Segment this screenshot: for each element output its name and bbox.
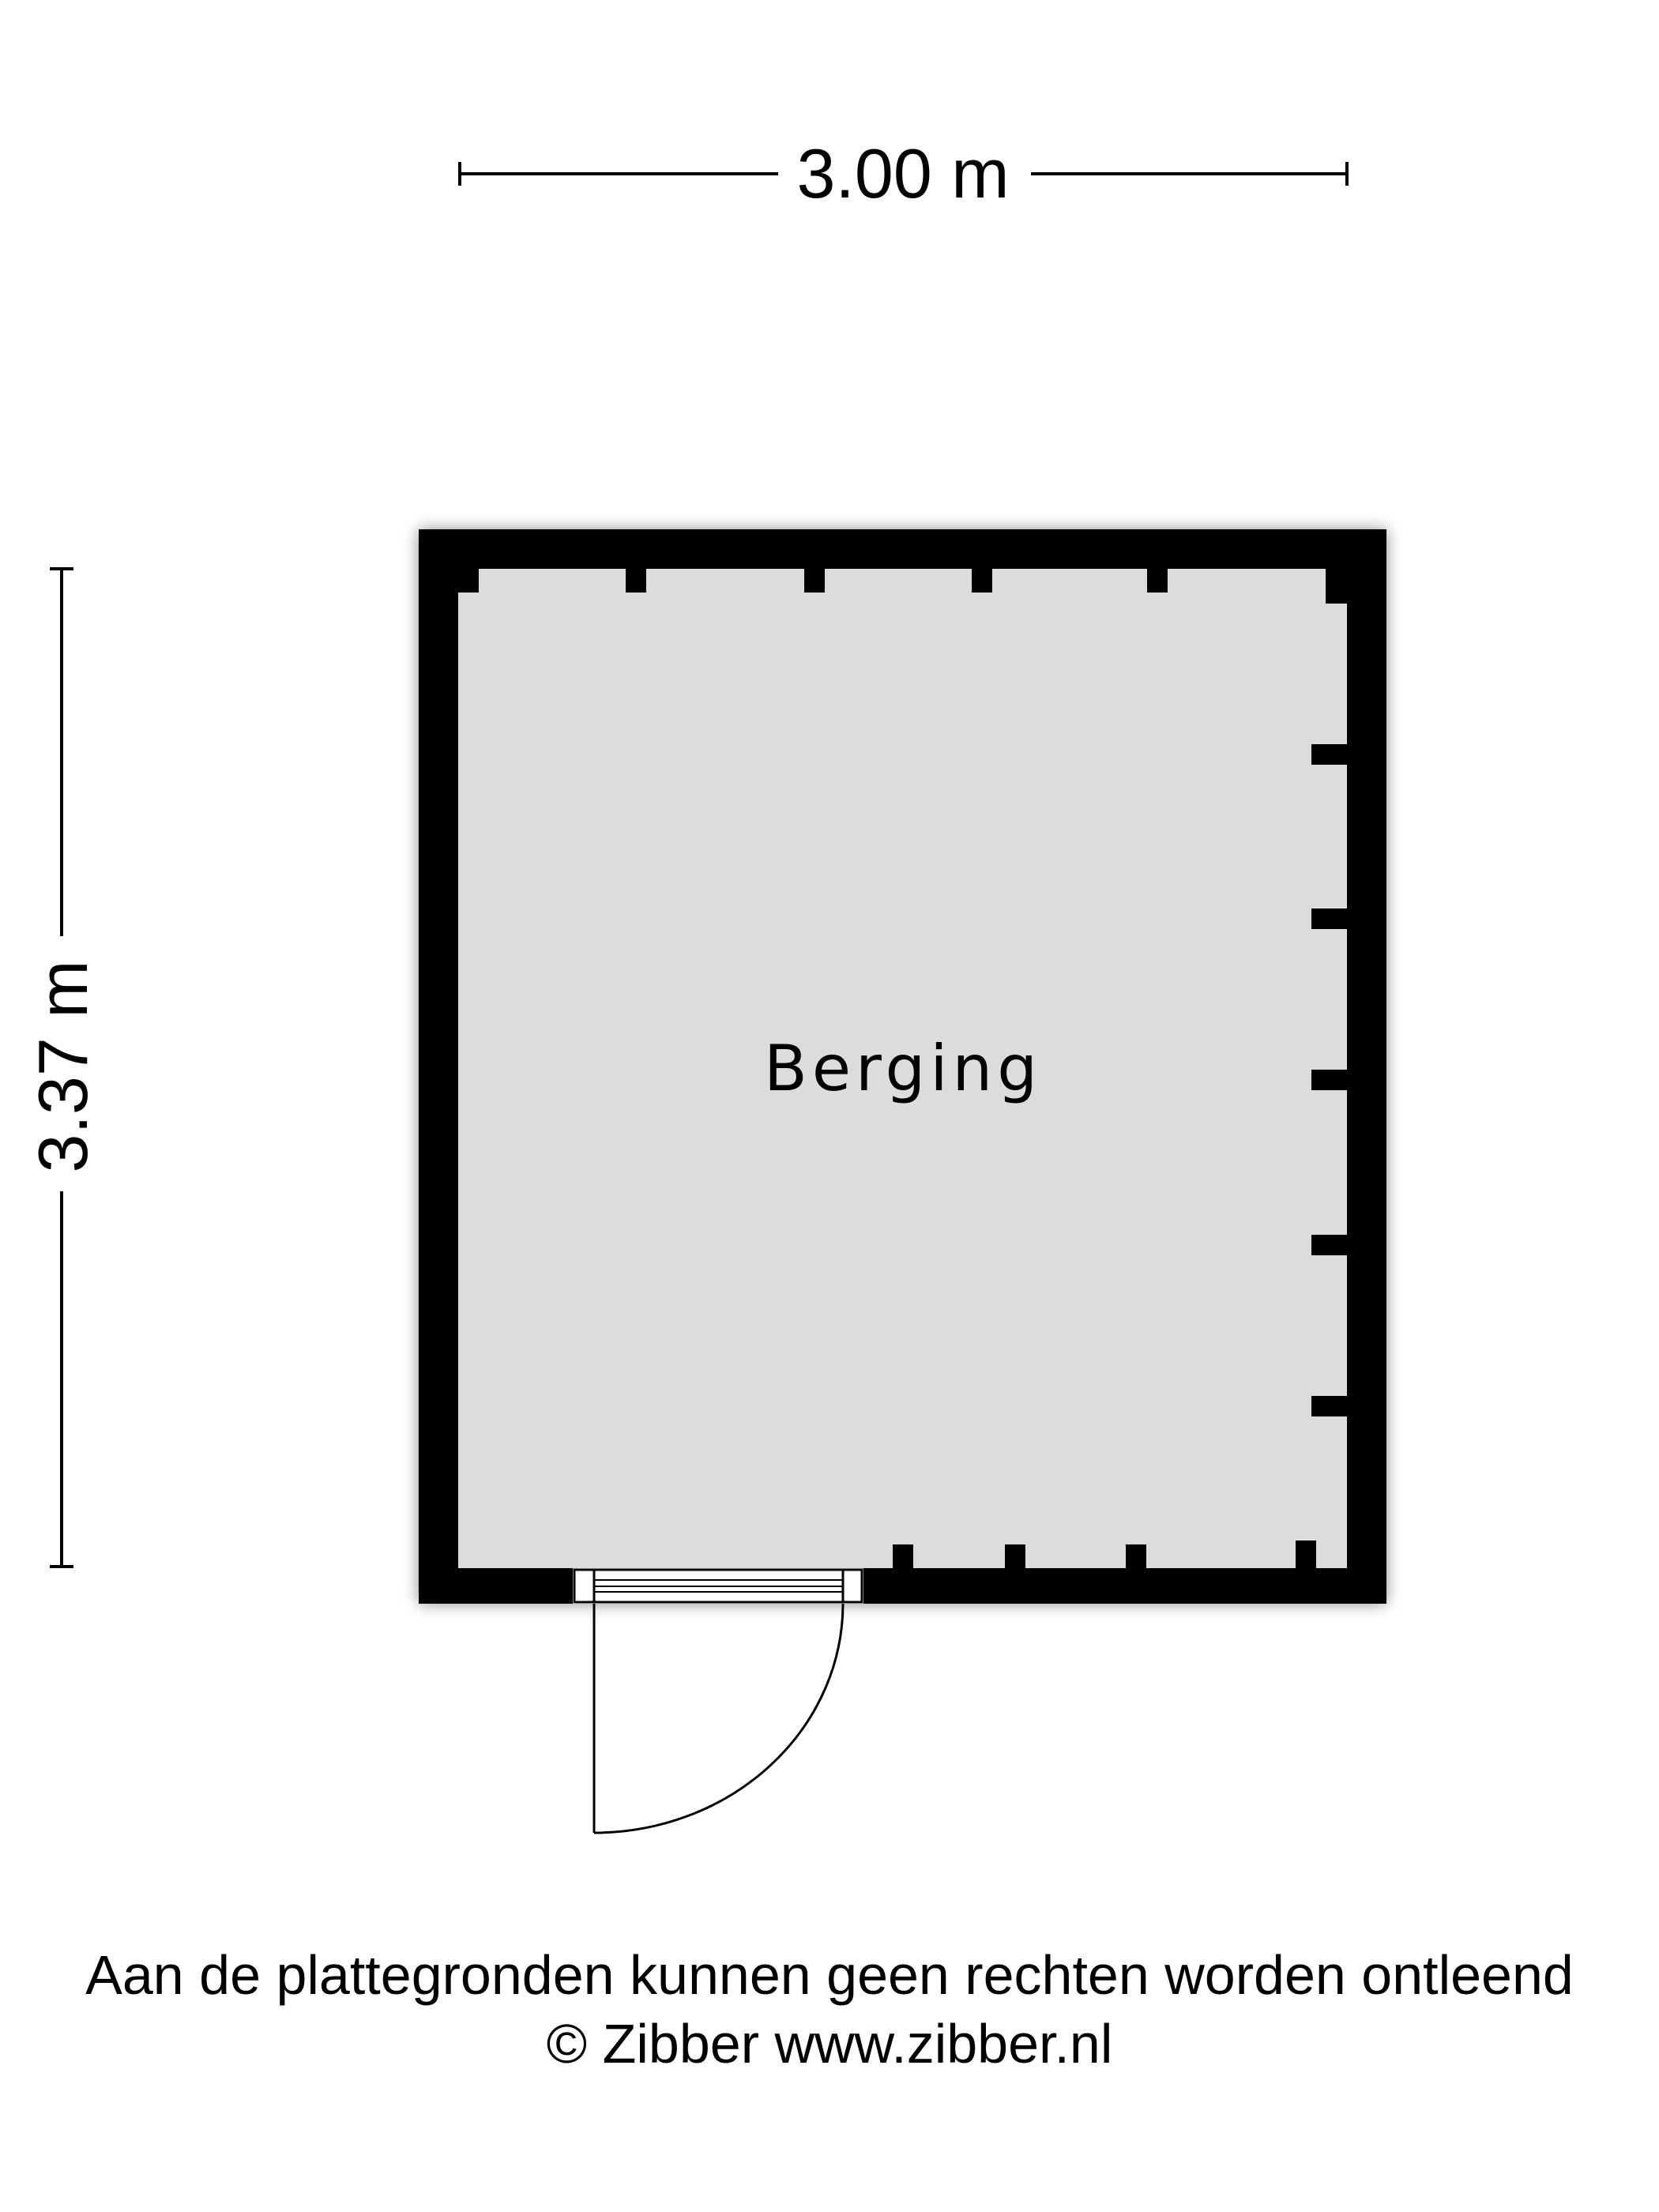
width-dimension: 3.00 m	[458, 134, 1349, 213]
copyright-text: © Zibber www.zibber.nl	[546, 2013, 1113, 2075]
stud	[1126, 1544, 1146, 1570]
height-label: 3.37 m	[24, 960, 102, 1172]
stud	[1311, 744, 1347, 765]
stud	[1147, 567, 1168, 592]
disclaimer-text: Aan de plattegronden kunnen geen rechten…	[85, 1944, 1574, 2006]
room-berging	[419, 529, 1386, 1604]
stud	[1311, 1070, 1347, 1090]
stud	[458, 567, 479, 592]
stud	[893, 1544, 913, 1570]
door-swing-arc	[593, 1603, 845, 1834]
stud	[1311, 1396, 1347, 1416]
stud	[626, 567, 646, 592]
wall-studs	[458, 567, 1347, 1570]
width-label: 3.00 m	[796, 134, 1009, 213]
stud	[1005, 1544, 1025, 1570]
room-floor	[458, 569, 1347, 1568]
stud	[1311, 1235, 1347, 1255]
stud	[1326, 567, 1347, 604]
door	[573, 1568, 863, 1834]
height-dimension: 3.37 m	[24, 567, 102, 1568]
stud	[804, 567, 825, 592]
stud	[1296, 1540, 1316, 1570]
room-label: Berging	[764, 1032, 1042, 1105]
stud	[972, 567, 992, 592]
stud	[1311, 908, 1347, 929]
